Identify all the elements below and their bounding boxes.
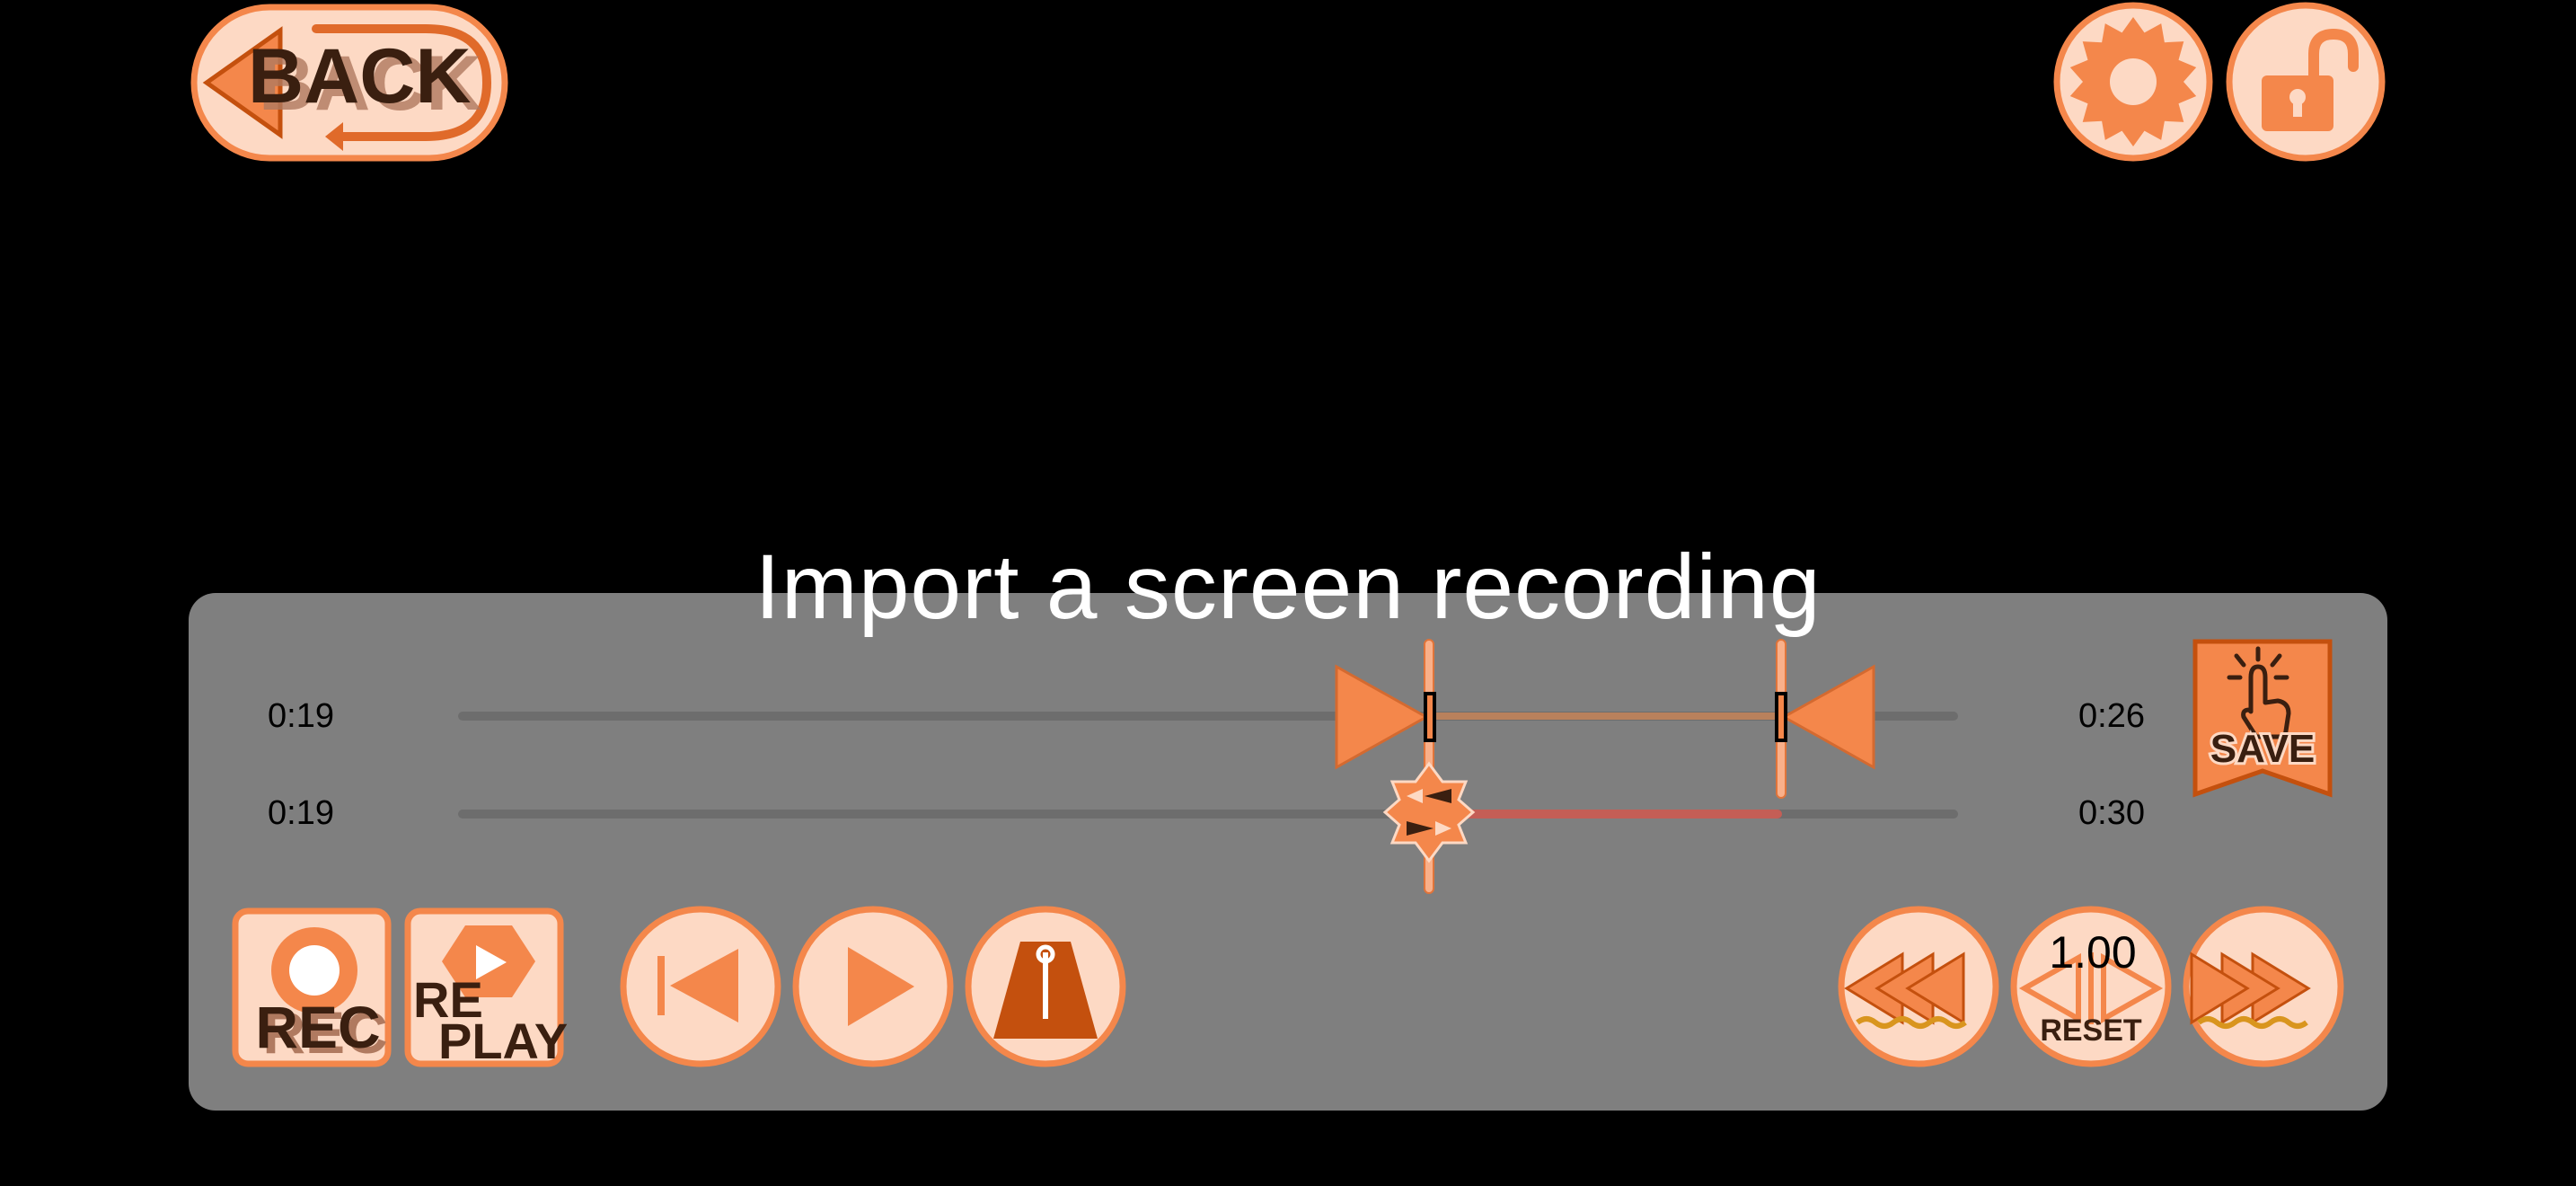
trim-track[interactable] — [458, 712, 1958, 721]
speed-up-button[interactable] — [2183, 906, 2344, 1067]
rewind-icon — [1844, 951, 1967, 1029]
slow-down-button[interactable] — [1838, 906, 1999, 1067]
back-arrow-icon — [202, 24, 492, 151]
trim-end-time: 0:26 — [2078, 697, 2145, 735]
jump-to-start-button[interactable] — [620, 906, 781, 1067]
scrub-arrows-icon — [1407, 789, 1451, 836]
back-label: BACK — [248, 33, 471, 119]
record-icon — [271, 927, 357, 1013]
settings-button[interactable] — [2053, 2, 2213, 162]
reset-speed-button[interactable]: RESET — [2010, 906, 2172, 1067]
back-button[interactable]: BACK BACK — [190, 4, 508, 162]
skip-back-icon — [657, 949, 738, 1022]
playhead-scrub-handle[interactable] — [1380, 761, 1478, 863]
replay-label-line2: PLAY — [438, 1013, 568, 1069]
save-label: SAVE — [2210, 727, 2316, 771]
fast-forward-icon — [2190, 951, 2311, 1029]
unlocked-padlock-icon — [2262, 28, 2359, 131]
playback-progress-range — [1455, 810, 1782, 819]
playback-track[interactable] — [458, 810, 1958, 819]
replay-label-line1: RE — [413, 971, 483, 1028]
import-recording-prompt: Import a screen recording — [754, 535, 1822, 638]
reset-speed-icon — [2018, 952, 2164, 1024]
playback-end-time: 0:30 — [2078, 794, 2145, 832]
record-button[interactable]: REC REC — [232, 907, 392, 1067]
svg-text:BACK: BACK — [259, 40, 481, 127]
rec-label: REC — [255, 994, 380, 1060]
gear-icon — [2069, 17, 2197, 146]
replay-button[interactable]: RE PLAY — [404, 907, 568, 1069]
svg-text:REC: REC — [262, 999, 387, 1066]
playback-start-time: 0:19 — [268, 794, 334, 832]
reset-label: RESET — [2040, 1013, 2142, 1048]
trim-start-time: 0:19 — [268, 697, 334, 735]
play-button[interactable] — [792, 906, 954, 1067]
tap-hand-icon — [2227, 646, 2291, 739]
trim-selected-range — [1428, 712, 1782, 720]
metronome-button[interactable] — [965, 906, 1126, 1067]
replay-play-icon — [442, 925, 535, 997]
save-button[interactable]: SAVE SAVE — [2192, 636, 2333, 798]
lock-button[interactable] — [2226, 2, 2386, 162]
metronome-icon — [993, 942, 1098, 1039]
play-icon — [848, 947, 914, 1026]
trim-end-handle[interactable] — [1773, 638, 1881, 800]
svg-text:SAVE: SAVE — [2210, 727, 2316, 771]
